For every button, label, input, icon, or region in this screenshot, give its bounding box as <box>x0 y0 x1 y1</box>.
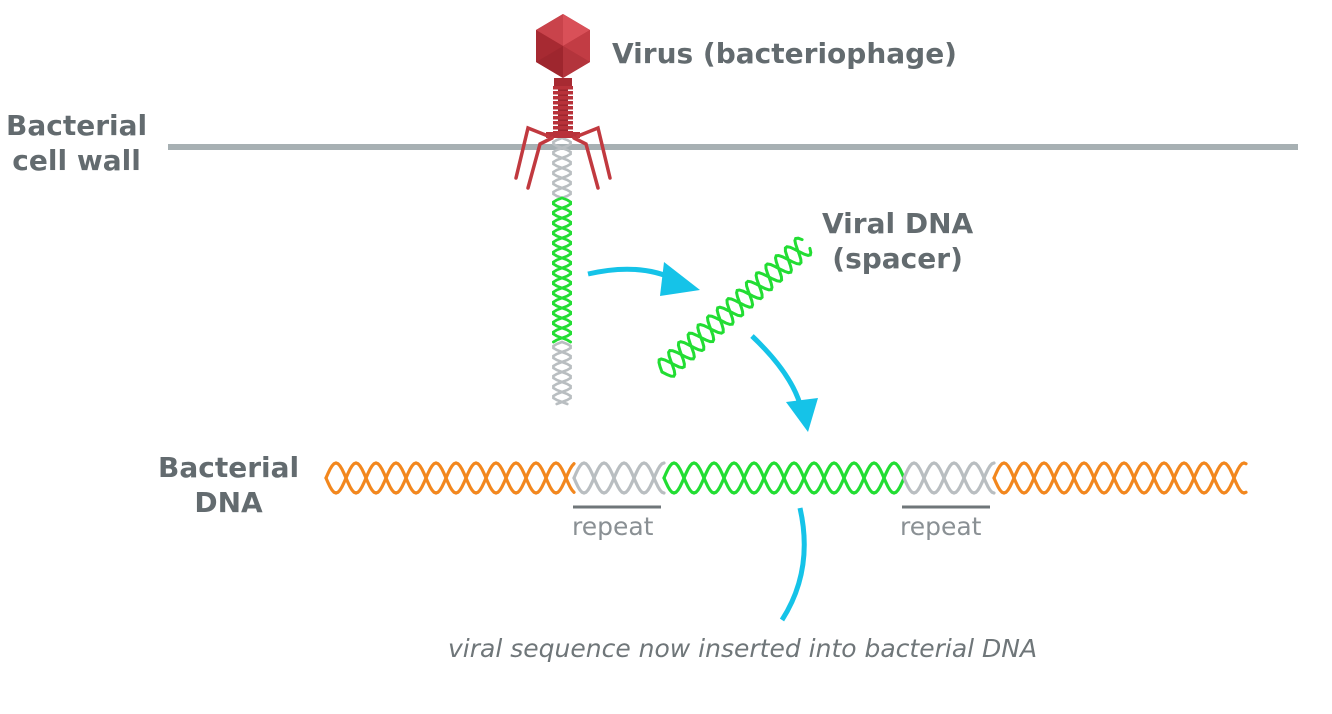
tail-ring <box>553 121 573 125</box>
caption-pointer-line <box>779 507 807 622</box>
bacterial-dna-label: Bacterial DNA <box>158 450 299 520</box>
bacterial-dna-right-strand-2 <box>992 461 1248 495</box>
tail-ring <box>553 86 573 90</box>
bacterial-dna-left-strand-1 <box>324 461 576 495</box>
viral-dna-spacer-helix <box>657 236 813 378</box>
repeat-label-1: repeat <box>572 512 654 541</box>
tail-ring <box>553 106 573 110</box>
arrow-extract-head <box>660 262 700 296</box>
bacterial-dna-right-strand-1 <box>992 461 1248 495</box>
bacterial-dna-label-line-1: Bacterial <box>158 451 300 484</box>
spacer-strand-1 <box>660 245 813 378</box>
arrow-insert-head <box>786 398 818 432</box>
tail-ring <box>553 91 573 95</box>
viral-dna-label-line-1: Viral DNA <box>822 207 974 240</box>
cell-wall-label: Bacterial cell wall <box>6 108 147 178</box>
bacterial-dna-label-line-2: DNA <box>194 486 263 519</box>
repeat-dna-1-strand-2 <box>572 461 666 495</box>
insertion-caption: viral sequence now inserted into bacteri… <box>448 634 1038 663</box>
cell-wall-label-line-1: Bacterial <box>6 109 148 142</box>
inserted-spacer-strand-2 <box>662 461 906 495</box>
tail-ring <box>553 126 573 130</box>
tail-ring <box>553 96 573 100</box>
injected-dna-top-strand-2 <box>552 136 572 200</box>
tail-ring <box>553 116 573 120</box>
spacer-strand-2 <box>657 236 804 374</box>
viral-dna-label: Viral DNA (spacer) <box>822 206 973 276</box>
cell-wall-label-line-2: cell wall <box>12 144 141 177</box>
repeat-label-2: repeat <box>900 512 982 541</box>
virus-label: Virus (bacteriophage) <box>612 37 957 70</box>
viral-dna-label-line-2: (spacer) <box>832 242 963 275</box>
injected-dna-viral-strand-2 <box>552 196 572 344</box>
bacterial-dna-left-strand-2 <box>324 461 576 495</box>
repeat-dna-1-strand-1 <box>572 461 666 495</box>
tail-ring <box>553 111 573 115</box>
bacterial-dna-helix <box>324 461 1248 495</box>
injected-dna-helix <box>552 136 572 406</box>
repeat-dna-2-strand-2 <box>902 461 996 495</box>
tail-ring <box>553 101 573 105</box>
injected-dna-bottom-strand-2 <box>552 340 572 406</box>
bacteriophage-icon <box>514 14 612 190</box>
repeat-dna-2-strand-1 <box>902 461 996 495</box>
arrow-insert-icon <box>750 334 803 405</box>
